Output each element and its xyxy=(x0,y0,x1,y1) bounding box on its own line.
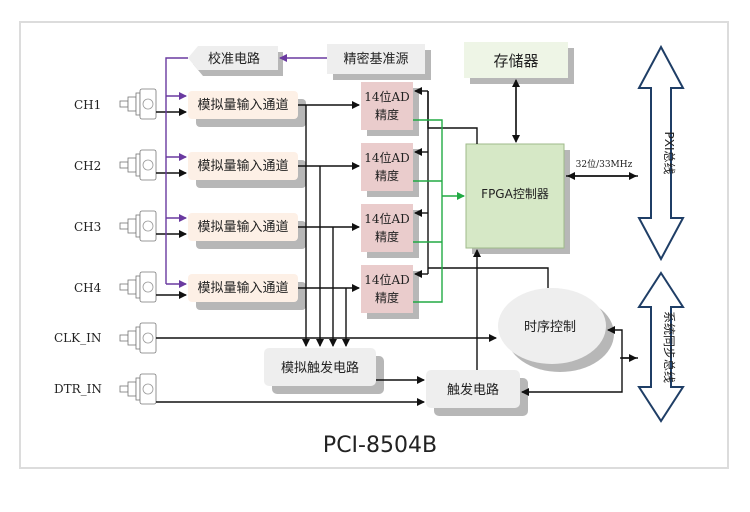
analog-input-block: 模拟量输入通道 xyxy=(188,152,306,188)
adc-label-line2: 精度 xyxy=(375,229,399,244)
adc-block: 14位AD 精度 xyxy=(361,204,419,258)
analog-input-label: 模拟量输入通道 xyxy=(197,219,288,235)
fpga-label: FPGA控制器 xyxy=(481,187,549,201)
channel-label: CH3 xyxy=(74,220,101,234)
storage-label: 存储器 xyxy=(493,52,538,70)
calibration-block: 校准电路 xyxy=(188,46,283,76)
analog-trigger-label: 模拟触发电路 xyxy=(281,360,359,376)
sync-bus-label: 系统同步总线 xyxy=(662,311,676,383)
data-paths xyxy=(413,119,465,303)
fpga-block: FPGA控制器 xyxy=(465,143,570,254)
storage-block: 存储器 xyxy=(464,42,574,84)
signal-wires xyxy=(156,79,638,406)
adc-label-line2: 精度 xyxy=(375,168,399,183)
analog-trigger-block: 模拟触发电路 xyxy=(264,348,384,394)
adc-label-line2: 精度 xyxy=(375,290,399,305)
analog-input-block: 模拟量输入通道 xyxy=(188,274,306,310)
calibration-label: 校准电路 xyxy=(208,51,260,67)
timing-label: 时序控制 xyxy=(524,320,576,335)
analog-input-label: 模拟量输入通道 xyxy=(197,280,288,296)
adc-block: 14位AD 精度 xyxy=(361,143,419,197)
analog-input-label: 模拟量输入通道 xyxy=(197,97,288,113)
analog-input-block: 模拟量输入通道 xyxy=(188,91,306,127)
timing-block: 时序控制 xyxy=(498,288,614,372)
pxi-bus-label: PXI总线 xyxy=(662,132,676,175)
adc-label-line1: 14位AD xyxy=(364,89,410,104)
analog-input-label: 模拟量输入通道 xyxy=(197,158,288,174)
precision-ref-label: 精密基准源 xyxy=(343,51,408,67)
channel-label: CH1 xyxy=(74,98,101,112)
clk-in-label: CLK_IN xyxy=(54,331,101,345)
sync-bus-arrow: 系统同步总线 xyxy=(637,271,685,423)
adc-block: 14位AD 精度 xyxy=(361,265,419,319)
adc-label-line1: 14位AD xyxy=(364,211,410,226)
trigger-block: 触发电路 xyxy=(426,370,528,416)
calibration-paths xyxy=(165,54,327,288)
trigger-label: 触发电路 xyxy=(447,382,499,398)
diagram-title: PCI-8504B xyxy=(323,433,437,458)
adc-block: 14位AD 精度 xyxy=(361,82,419,136)
adc-label-line1: 14位AD xyxy=(364,272,410,287)
adc-label-line1: 14位AD xyxy=(364,150,410,165)
channel-label: CH4 xyxy=(74,281,102,295)
pxi-bus-arrow: PXI总线 xyxy=(637,44,685,262)
bus-width-label: 32位/33MHz xyxy=(576,158,633,170)
adc-label-line2: 精度 xyxy=(375,107,399,122)
analog-input-block: 模拟量输入通道 xyxy=(188,213,306,249)
precision-ref-block: 精密基准源 xyxy=(327,44,431,80)
channel-inputs: CH1 CH2 CH3 CH4 CLK_IN DTR_IN xyxy=(54,98,102,396)
dtr-in-label: DTR_IN xyxy=(54,382,102,396)
channel-label: CH2 xyxy=(74,159,101,173)
